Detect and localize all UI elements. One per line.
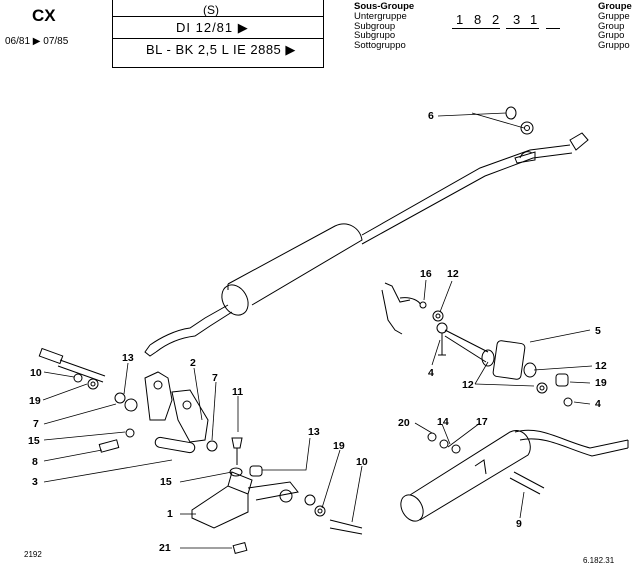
group-underline-1 [452, 28, 500, 29]
callout-7-middle: 7 [212, 372, 218, 384]
callout-7-left: 7 [33, 418, 39, 430]
callout-16: 16 [420, 268, 432, 280]
callout-14: 14 [437, 416, 449, 428]
callout-13-right: 13 [308, 426, 320, 438]
group-underline-2 [506, 28, 539, 29]
callout-1: 1 [167, 508, 173, 520]
group-label-en: Group [598, 20, 625, 32]
subgroup-label-en: Subgroup [354, 20, 396, 32]
callout-11: 11 [232, 386, 244, 398]
callout-5: 5 [595, 325, 601, 337]
callout-3: 3 [32, 476, 38, 488]
subgroup-labels: Sous-Groupe Untergruppe Subgroup Subgrup… [354, 2, 414, 51]
callout-12-upper: 12 [447, 268, 459, 280]
model-name: CX [32, 6, 56, 25]
callout-10-left: 10 [30, 367, 42, 379]
callout-12-right: 12 [595, 360, 607, 372]
callout-10-bottom: 10 [356, 456, 368, 468]
group-digit-4: 3 [513, 12, 521, 27]
top-washers [505, 106, 534, 135]
leader-lines [42, 112, 593, 549]
subgroup-label-fr: Sous-Groupe [354, 1, 415, 12]
callout-2: 2 [190, 357, 196, 369]
box-right-border [323, 0, 324, 68]
callout-6: 6 [428, 110, 434, 122]
version-line-2: BL - BK 2,5 L IE 2885 ▶ [146, 42, 296, 57]
callout-4-lower: 4 [595, 398, 601, 410]
bottom-bracket-assembly [191, 465, 363, 555]
variant-label: (S) [203, 3, 219, 17]
callout-8: 8 [32, 456, 38, 468]
callout-13-left: 13 [122, 352, 134, 364]
callout-19-right: 19 [595, 377, 607, 389]
callout-19-bottom: 19 [333, 440, 345, 452]
group-digit-2: 8 [474, 12, 482, 27]
box-divider [112, 16, 323, 17]
front-exhaust-pipe [144, 132, 589, 357]
group-label-es: Grupo [598, 30, 625, 42]
box-bottom-border [112, 67, 323, 68]
date-range: 06/81 ▶ 07/85 [5, 36, 69, 47]
group-label-it: Gruppo [598, 40, 630, 52]
subgroup-label-it: Sottogruppo [354, 40, 406, 52]
group-digit-3: 2 [492, 12, 500, 27]
group-digit-5: 1 [530, 12, 538, 27]
group-label-fr: Groupe [598, 1, 632, 12]
callout-15-bottom: 15 [160, 476, 172, 488]
footer-right-code: 6.182.31 [583, 556, 615, 565]
callout-15-left: 15 [28, 435, 40, 447]
group-labels: Groupe Gruppe Group Grupo Gruppo [598, 2, 632, 51]
rear-silencer [400, 429, 629, 522]
group-underline-3 [546, 28, 560, 29]
left-hanger-assembly [38, 347, 243, 465]
callout-4-upper: 4 [428, 367, 434, 379]
callout-21: 21 [159, 542, 171, 554]
subgroup-label-es: Subgrupo [354, 30, 396, 42]
version-line-1: DI 12/81 ▶ [176, 20, 249, 35]
callout-17: 17 [476, 416, 488, 428]
subgroup-label-de: Untergruppe [354, 10, 407, 22]
callout-19-left: 19 [29, 395, 41, 407]
box-divider-2 [112, 38, 323, 39]
group-label-de: Gruppe [598, 10, 630, 22]
footer-left-code: 2192 [24, 550, 42, 559]
rear-hanger-assembly [381, 282, 573, 407]
box-left-border [112, 0, 113, 68]
callout-20: 20 [398, 417, 410, 429]
group-digit-1: 1 [456, 12, 464, 27]
callout-9: 9 [516, 518, 522, 530]
callout-12-lower: 12 [462, 379, 474, 391]
